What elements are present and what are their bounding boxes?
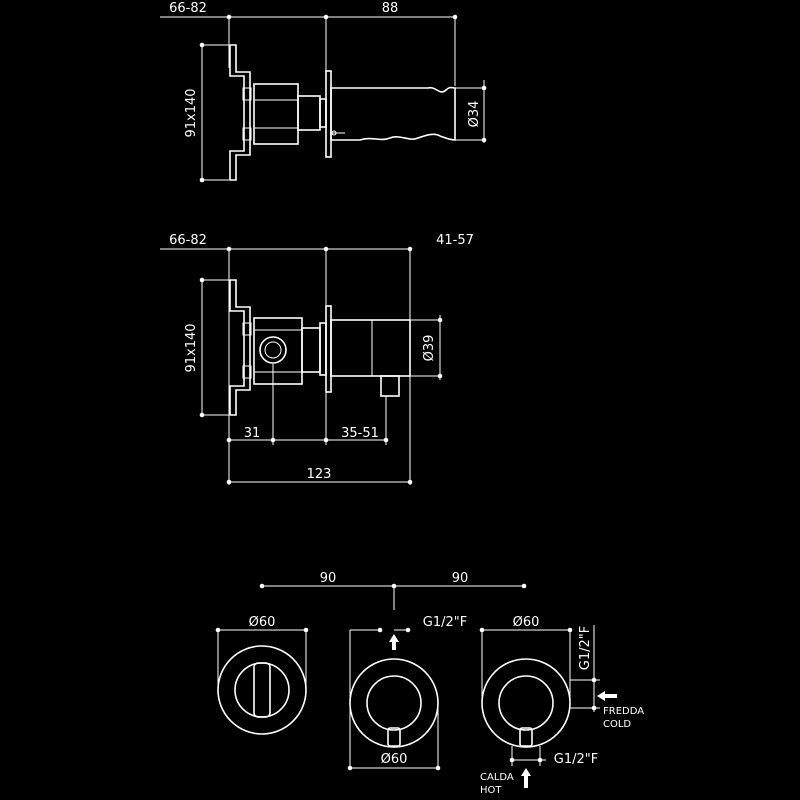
spout-dim-diameter: Ø34	[467, 101, 482, 128]
spout-dim-right: 88	[382, 1, 399, 16]
front-view: 90 90 Ø60 G1/2"F Ø60 Ø	[215, 571, 644, 796]
mixer-dim-total: 123	[307, 467, 332, 482]
mixer-side-view: 66-82 41-57 91x140	[160, 233, 474, 485]
front-right-diameter: Ø60	[513, 615, 540, 630]
front-right-bottom-thread: G1/2"F	[554, 752, 598, 767]
mixer-dim-31: 31	[244, 426, 261, 441]
front-left-diameter: Ø60	[249, 615, 276, 630]
front-spacing-left: 90	[320, 571, 337, 586]
spout-side-view: 66-82 88 91x140	[160, 1, 487, 183]
front-center-thread: G1/2"F	[423, 615, 467, 630]
front-right-side-thread: G1/2"F	[578, 626, 593, 670]
mixer-dim-35-51: 35-51	[341, 426, 379, 441]
cold-label-it: FREDDA	[603, 706, 644, 717]
front-center-bottom-diameter: Ø60	[381, 752, 408, 767]
mixer-dim-left: 66-82	[169, 233, 207, 248]
hot-label-it: CALDA	[480, 772, 514, 783]
front-spacing-right: 90	[452, 571, 469, 586]
mixer-dim-side: 91x140	[184, 323, 199, 372]
spout-dim-side: 91x140	[184, 88, 199, 137]
mixer-dim-right: 41-57	[436, 233, 474, 248]
mixer-dim-diameter: Ø39	[422, 335, 437, 362]
spout-dim-left: 66-82	[169, 1, 207, 16]
cold-label-en: COLD	[603, 719, 631, 730]
hot-label-en: HOT	[480, 785, 502, 796]
